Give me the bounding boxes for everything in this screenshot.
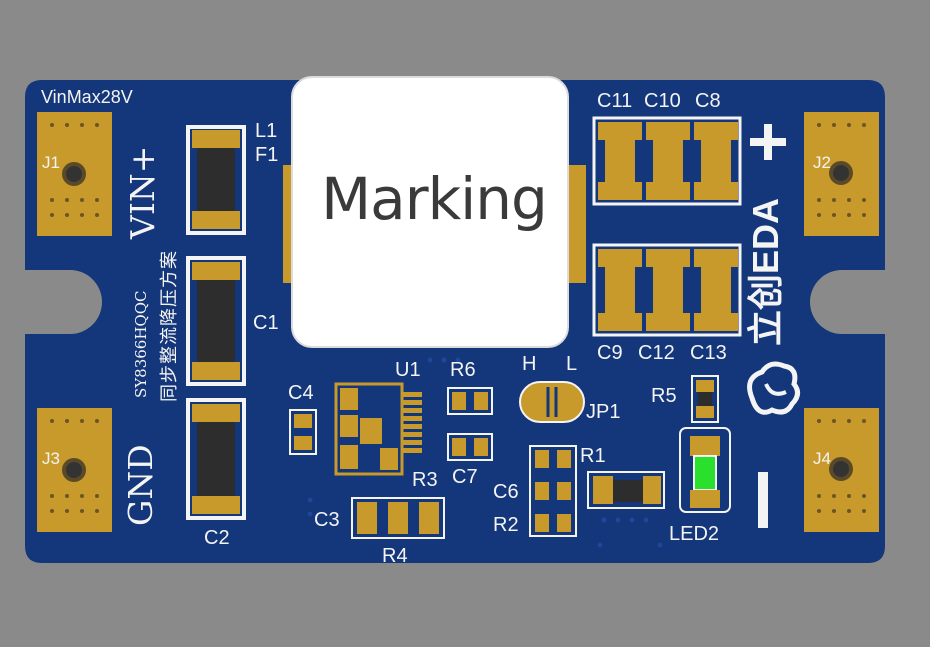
capacitor-c4 [289,409,317,455]
capacitor-c7 [447,433,493,461]
capacitor-bank-top [592,116,742,206]
logo-cloud-icon [747,361,800,415]
passive-array-r4 [351,497,445,539]
inductor-marking: Marking [321,165,548,233]
terminal-j4 [804,408,879,532]
component-r1 [587,471,665,509]
board-vias [307,357,663,548]
refdes-r5: R5 [651,385,677,407]
logo-cloud-inner [764,383,787,396]
refdes-r6: R6 [450,359,476,381]
plus-symbol [750,124,786,160]
chip-label: SY8366HQQC [132,290,150,398]
refdes-c3: C3 [314,509,340,531]
gnd-label: GND [121,444,160,526]
chip-u1 [334,382,422,476]
refdes-c1: C1 [253,312,279,334]
refdes-u1: U1 [395,359,421,381]
terminal-j3 [37,408,112,532]
refdes-c13: C13 [690,342,727,364]
logo-text: 立创EDA [745,197,786,346]
refdes-c12: C12 [638,342,675,364]
refdes-c10: C10 [644,90,681,112]
refdes-l1: L1 [255,120,278,142]
resistor-r6 [447,387,493,415]
jumper-low-label: L [566,353,578,375]
inductor-l1 [283,76,586,348]
jumper-jp1 [519,381,585,423]
capacitor-c1 [186,256,246,386]
terminal-j1 [37,112,112,236]
led2 [679,427,731,513]
terminal-vias [50,123,866,513]
refdes-r1: R1 [580,445,606,467]
max-voltage-label: VinMax28V [41,87,133,107]
refdes-c4: C4 [288,382,314,404]
jumper-high-label: H [522,353,537,375]
refdes-r3: R3 [412,469,438,491]
refdes-c9: C9 [597,342,623,364]
refdes-j3: J3 [42,449,60,468]
refdes-j1: J1 [42,153,60,172]
refdes-j4: J4 [813,449,831,468]
capacitor-c2 [186,398,246,520]
refdes-jp1: JP1 [586,401,621,423]
refdes-r4: R4 [382,545,408,567]
refdes-led2: LED2 [669,523,720,545]
minus-symbol [758,472,768,528]
refdes-f1: F1 [255,144,279,166]
passive-column-r1-r2-c6 [529,445,577,537]
capacitor-bank-bottom [592,243,742,337]
refdes-c7: C7 [452,466,478,488]
refdes-c11: C11 [597,90,633,112]
refdes-r2: R2 [493,514,519,536]
chinese-description: 同步整流降压方案 [159,250,179,402]
terminal-j2 [804,112,879,236]
resistor-r5 [691,375,719,423]
refdes-c6: C6 [493,481,519,503]
refdes-c8: C8 [695,90,721,112]
fuse-f1 [186,125,246,235]
vin-label: VIN+ [123,145,162,239]
refdes-c2: C2 [204,527,230,549]
refdes-j2: J2 [813,153,831,172]
